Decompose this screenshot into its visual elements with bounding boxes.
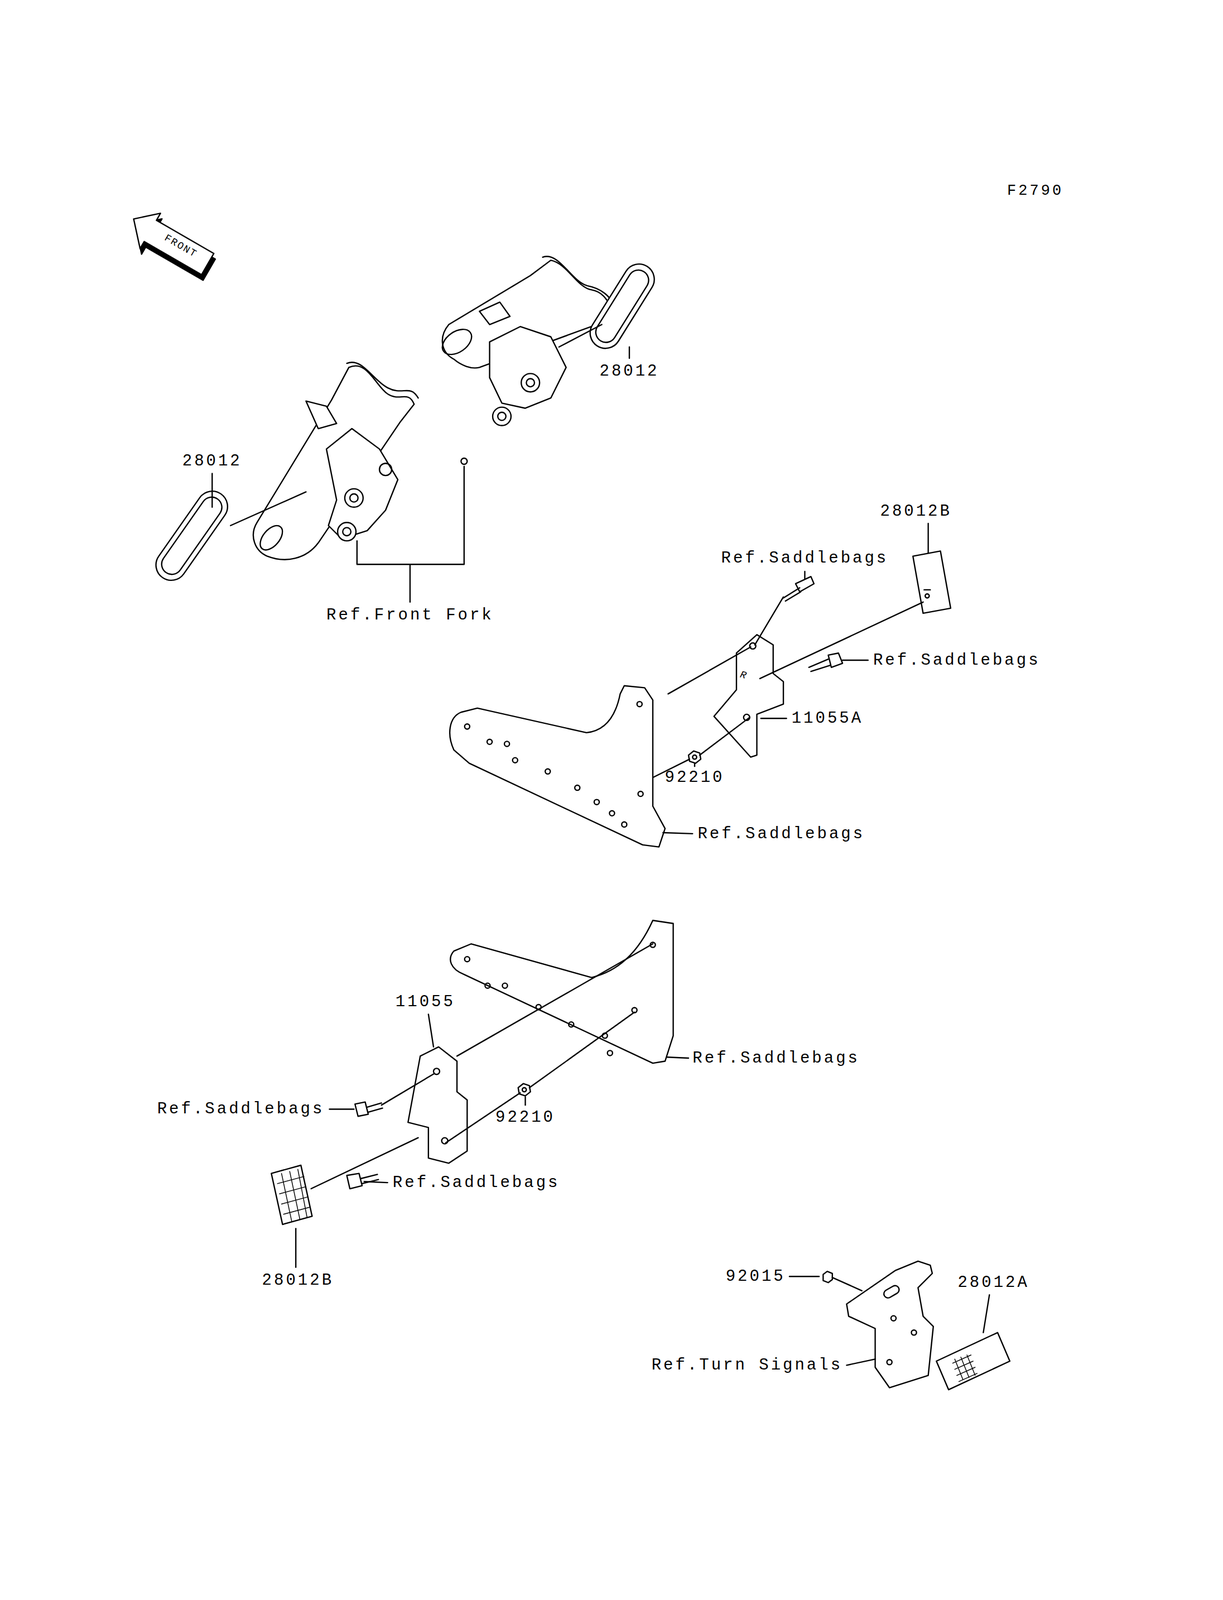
reference-note: Ref.Saddlebags xyxy=(392,1173,561,1191)
reference-note: Ref.Saddlebags xyxy=(721,550,889,567)
reflector xyxy=(150,484,234,586)
saddlebag-bracket xyxy=(449,685,666,847)
fork-leg xyxy=(253,362,419,560)
reference-note: Ref.Front Fork xyxy=(326,607,494,624)
reference-note: Ref.Saddlebags xyxy=(692,1049,860,1066)
side-mark: R xyxy=(738,669,749,682)
reference-note: Ref.Saddlebags xyxy=(157,1100,325,1117)
bracket-plate xyxy=(407,1046,467,1163)
callout-number: 92210 xyxy=(495,1108,556,1125)
turn-signal-bracket xyxy=(846,1260,933,1388)
callout-number: 92210 xyxy=(664,769,725,786)
fork-leg xyxy=(437,256,617,465)
reflector xyxy=(271,1164,312,1225)
reflector xyxy=(584,258,661,355)
callout-number: 28012B xyxy=(879,502,952,519)
callout-number: 28012 xyxy=(182,453,243,470)
bracket-plate xyxy=(714,634,784,757)
callout-number: 11055A xyxy=(791,710,864,727)
callout-number: 28012 xyxy=(599,363,659,380)
callout-number: 28012A xyxy=(957,1274,1029,1291)
callout-number: 28012B xyxy=(262,1272,334,1289)
saddlebag-bracket xyxy=(450,920,673,1063)
direction-label: FRONT xyxy=(162,232,199,260)
callout-number: 92015 xyxy=(725,1268,786,1285)
front-arrow xyxy=(120,203,222,288)
figure-code: F2790 xyxy=(1007,183,1064,199)
reference-note: Ref.Saddlebags xyxy=(873,651,1041,668)
reference-note: Ref.Saddlebags xyxy=(697,825,865,842)
reflector xyxy=(936,1332,1010,1390)
reference-note: Ref.Turn Signals xyxy=(651,1356,843,1374)
callout-number: 11055 xyxy=(395,993,456,1010)
